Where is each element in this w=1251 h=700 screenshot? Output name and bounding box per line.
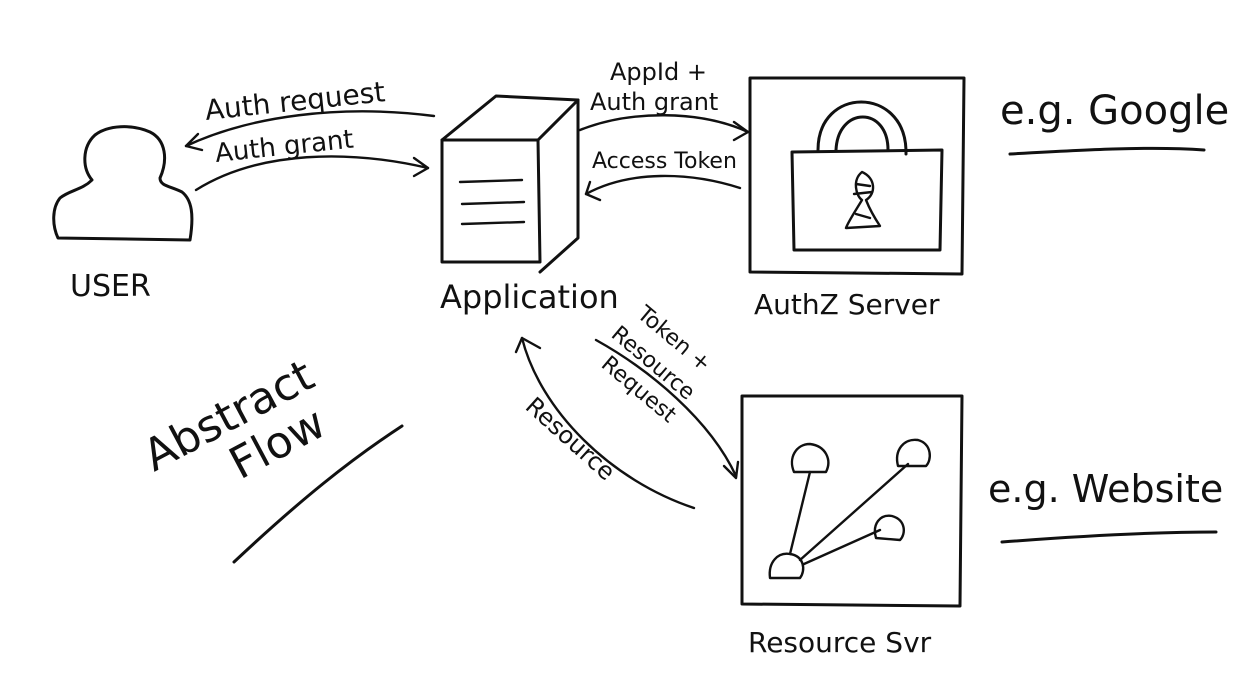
title-underline — [232, 424, 404, 564]
access-token-arrow — [584, 174, 742, 202]
auth-request-label: Auth request — [203, 75, 386, 127]
authz-server-box — [748, 76, 966, 276]
resource-return-arrow — [514, 336, 696, 510]
auth-grant-arrow — [194, 155, 430, 192]
google-note-underline — [1008, 146, 1206, 156]
auth-request-arrow — [184, 110, 436, 152]
application-label: Application — [440, 278, 619, 316]
resource-server-label: Resource Svr — [748, 626, 932, 659]
auth-grant-label: Auth grant — [214, 125, 355, 169]
resource-server-box — [740, 394, 964, 608]
website-note-underline — [1000, 530, 1218, 544]
user-label: USER — [70, 269, 151, 304]
appid-label-line2: Auth grant — [590, 88, 718, 116]
website-note: e.g. Website — [988, 467, 1223, 511]
authz-server-label: AuthZ Server — [754, 288, 940, 321]
appid-auth-grant-arrow — [578, 114, 750, 142]
access-token-label: Access Token — [592, 149, 737, 174]
google-note: e.g. Google — [1000, 88, 1229, 134]
appid-label-line1: AppId + — [610, 58, 707, 86]
lock-icon — [790, 100, 944, 252]
resource-return-label: Resource — [520, 392, 621, 486]
token-resource-request-arrow — [594, 338, 740, 480]
application-icon — [440, 94, 580, 274]
user-icon — [52, 125, 194, 242]
network-graph-icon — [768, 438, 931, 580]
